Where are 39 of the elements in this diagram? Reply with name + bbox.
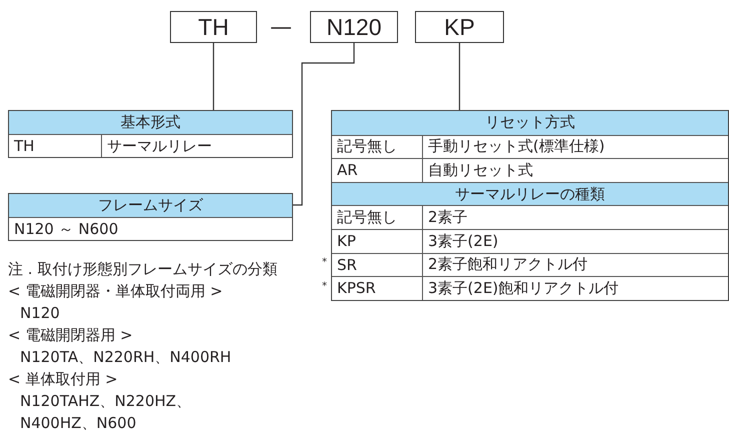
note-text: < 単体取付用 > — [8, 372, 118, 387]
code-box: TH — [170, 11, 257, 43]
separator-dash: — — [270, 17, 292, 39]
note-text: N120TA、N220RH、N400RH — [20, 350, 232, 365]
table-cell: サーマルリレー — [101, 135, 292, 157]
table-cell-text: KPSR — [336, 278, 377, 300]
table-cell: 自動リセット式 — [422, 159, 728, 182]
table-cell: 3素子(2E) — [422, 230, 728, 253]
table-header: 基本形式 — [9, 111, 292, 134]
table-header: サーマルリレーの種類 — [332, 182, 728, 206]
note-text: < 電磁開閉器・単体取付両用 > — [8, 284, 223, 299]
spec-table — [8, 110, 293, 158]
table-cell-text: AR — [336, 160, 359, 182]
table-header: フレームサイズ — [9, 194, 292, 217]
leader-line — [458, 43, 460, 110]
spec-table — [331, 110, 729, 301]
table-cell: 2素子 — [422, 206, 728, 229]
note-text: < 電磁開閉器用 > — [8, 328, 133, 343]
code-box: KP — [415, 11, 504, 43]
table-header: リセット方式 — [332, 111, 728, 135]
leader-line — [212, 43, 214, 110]
table-cell-text: KP — [336, 231, 357, 252]
table-cell-text: TH — [13, 136, 36, 157]
table-cell-text: N120 ～ N600 — [13, 218, 120, 240]
note-text: 注 . 取付け形態別フレームサイズの分類 — [8, 262, 278, 277]
table-cell-text: 記号無し — [336, 136, 398, 158]
table-cell: 3素子(2E)飽和リアクトル付 — [422, 277, 728, 300]
table-cell: 手動リセット式(標準仕様) — [422, 136, 728, 158]
table-cell-text: 記号無し — [336, 207, 398, 228]
spec-table — [8, 193, 293, 241]
note-text: N120 — [20, 306, 60, 321]
table-cell: 2素子飽和リアクトル付 — [422, 254, 728, 276]
leader-line — [293, 43, 355, 206]
note-text: N400HZ、N600 — [20, 416, 136, 431]
footnote-mark: * — [322, 258, 327, 268]
note-text: N120TAHZ、N220HZ、 — [20, 394, 192, 409]
table-cell-text: SR — [336, 254, 358, 276]
footnote-mark: * — [322, 282, 327, 292]
code-box: N120 — [310, 11, 398, 43]
